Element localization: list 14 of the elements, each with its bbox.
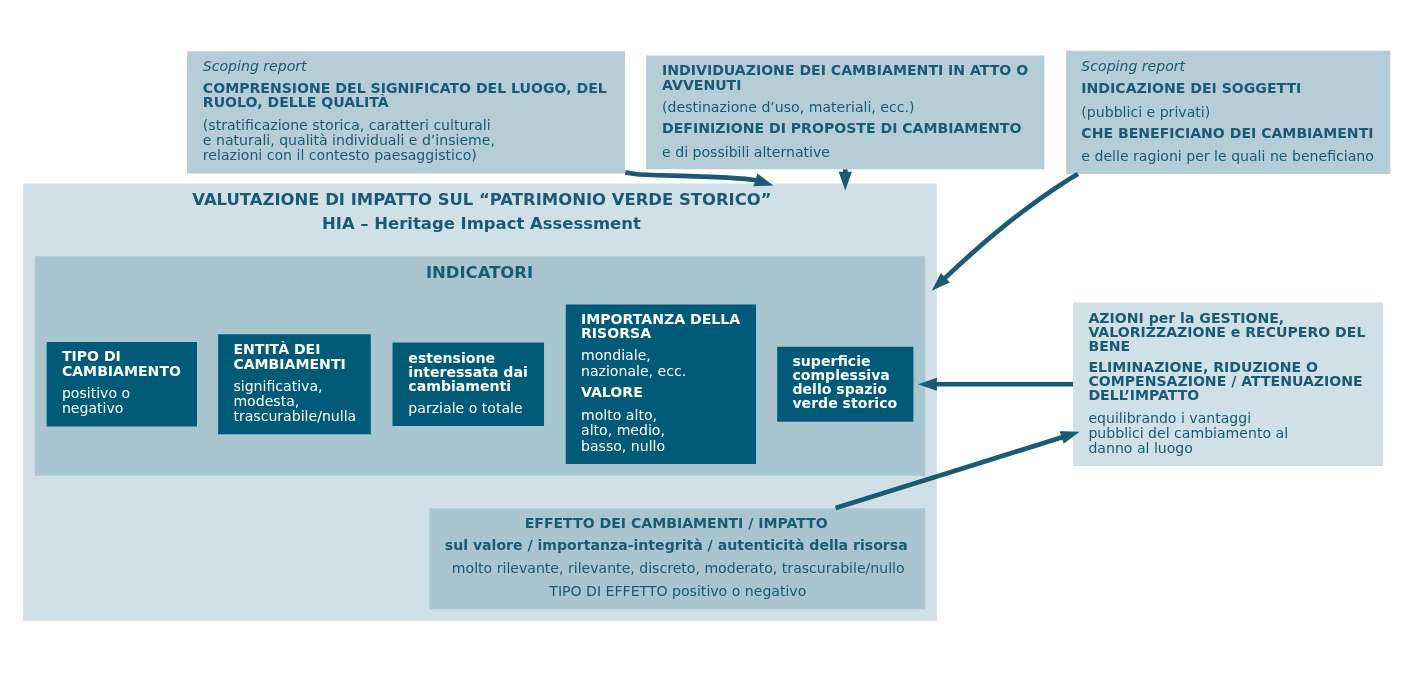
node-box: EFFETTO DEI CAMBIAMENTI / IMPATTO sul valore / importanza-integrità / autenticità della risorsa molto rilevante, rilevante, discreto, moderato, trascurabile/nullo TIPO DI EFFETTO positivo o negativo	[429, 508, 926, 610]
node-box: ENTITÀ DEI CAMBIAMENTI significativa, modesta, trascurabile/nulla	[218, 334, 371, 435]
node-box: Scoping report INDICAZIONE DEI SOGGETTI (pubblici e privati) CHE BENEFICIANO DEI CAMBIAMENTI e delle ragioni per le quali ne beneficiano	[1066, 50, 1391, 174]
arrow	[918, 377, 1074, 391]
node-box: IMPORTANZA DELLA RISORSA mondiale, nazionale, ecc. VALORE molto alto, alto, medio, basso, nullo	[565, 304, 757, 465]
arrow	[931, 172, 1080, 291]
node-box: TIPO DI CAMBIAMENTO positivo o negativo	[46, 341, 197, 427]
node-box: estensione interessata dai cambiamenti parziale o totale	[392, 342, 545, 426]
node-box: INDIVIDUAZIONE DEI CAMBIAMENTI IN ATTO O AVVENUTI (destinazione d’uso, materiali, ecc.) DEFINIZIONE DI PROPOSTE DI CAMBIAMENTO e di possibili alternative	[646, 55, 1045, 170]
node-box: superficie complessiva dello spazio verde storico	[777, 346, 914, 422]
arrow	[624, 170, 774, 187]
arrow	[834, 431, 1080, 511]
node-box: Scoping report COMPRENSIONE DEL SIGNIFICATO DEL LUOGO, DEL RUOLO, DELLE QUALITÀ (stratificazione storica, caratteri culturali e naturali, qualità individuali e d’insieme, relazioni con il contesto paesaggistico)	[187, 51, 626, 174]
node-box: AZIONI per la GESTIONE, VALORIZZAZIONE e RECUPERO DEL BENE ELIMINAZIONE, RIDUZIONE O COMPENSAZIONE / ATTENUAZIONE DELL’IMPATTO equilibrando i vantaggi pubblici del cambiamento al danno al luogo	[1073, 302, 1384, 466]
